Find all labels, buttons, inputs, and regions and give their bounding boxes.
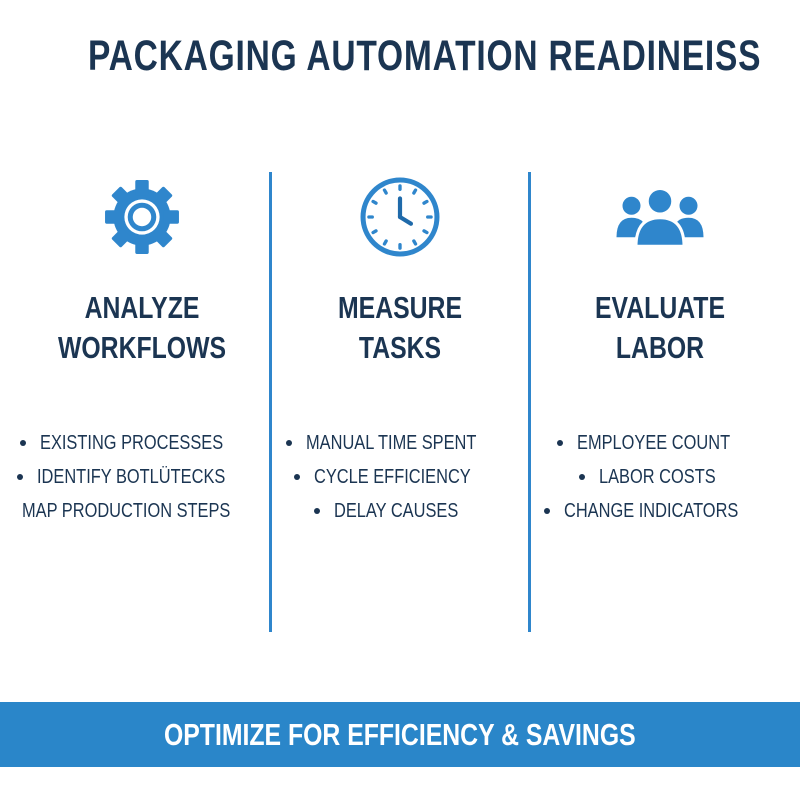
page-title: PACKAGING AUTOMATION READINEISS — [88, 32, 762, 80]
heading-line: ANALYZE — [84, 290, 200, 325]
list-item: DELAY CAUSES — [270, 494, 530, 528]
heading-line: EVALUATE — [595, 290, 725, 325]
bullet-icon — [286, 440, 293, 446]
column-analyze-workflows: ANALYZE WORKFLOWS EXISTING PROCESSES IDE… — [12, 160, 272, 640]
list-item: IDENTIFY BOTLÜTECKS — [12, 460, 272, 494]
bullet-icon — [294, 474, 301, 480]
list-item: CYCLE EFFICIENCY — [270, 460, 530, 494]
bullet-list: EXISTING PROCESSES IDENTIFY BOTLÜTECKS M… — [12, 426, 272, 528]
column-heading: EVALUATE LABOR — [556, 288, 764, 368]
bullet-icon — [556, 440, 563, 446]
heading-line: LABOR — [615, 330, 705, 365]
people-group-icon — [615, 172, 705, 262]
list-item: MAP PRODUCTION STEPS — [21, 499, 231, 522]
column-heading: MEASURE TASKS — [296, 288, 504, 368]
column-divider — [528, 172, 531, 632]
bullet-icon — [20, 440, 27, 446]
bullet-list: MANUAL TIME SPENT CYCLE EFFICIENCY DELAY… — [270, 426, 530, 528]
bullet-icon — [314, 508, 321, 514]
list-item: EMPLOYEE COUNT — [530, 426, 790, 460]
gear-icon — [97, 172, 187, 262]
list-item: CHANGE INDICATORS — [530, 494, 790, 528]
list-item: LABOR COSTS — [530, 460, 790, 494]
heading-line: WORKFLOWS — [57, 330, 227, 365]
bottom-banner: OPTIMIZE FOR EFFICIENCY & SAVINGS — [0, 702, 800, 767]
bullet-icon — [17, 474, 24, 480]
heading-line: MEASURE — [337, 290, 462, 325]
heading-line: TASKS — [358, 330, 442, 365]
bullet-icon — [578, 474, 585, 480]
list-item: EXISTING PROCESSES — [12, 426, 272, 460]
bullet-icon — [543, 508, 550, 514]
banner-text: OPTIMIZE FOR EFFICIENCY & SAVINGS — [164, 716, 636, 752]
column-measure-tasks: MEASURE TASKS MANUAL TIME SPENT CYCLE EF… — [270, 160, 530, 640]
column-heading: ANALYZE WORKFLOWS — [38, 288, 246, 368]
clock-icon — [355, 172, 445, 262]
bullet-list: EMPLOYEE COUNT LABOR COSTS CHANGE INDICA… — [530, 426, 790, 528]
list-item: MANUAL TIME SPENT — [270, 426, 530, 460]
column-evaluate-labor: EVALUATE LABOR EMPLOYEE COUNT LABOR COST… — [530, 160, 790, 640]
column-divider — [269, 172, 272, 632]
